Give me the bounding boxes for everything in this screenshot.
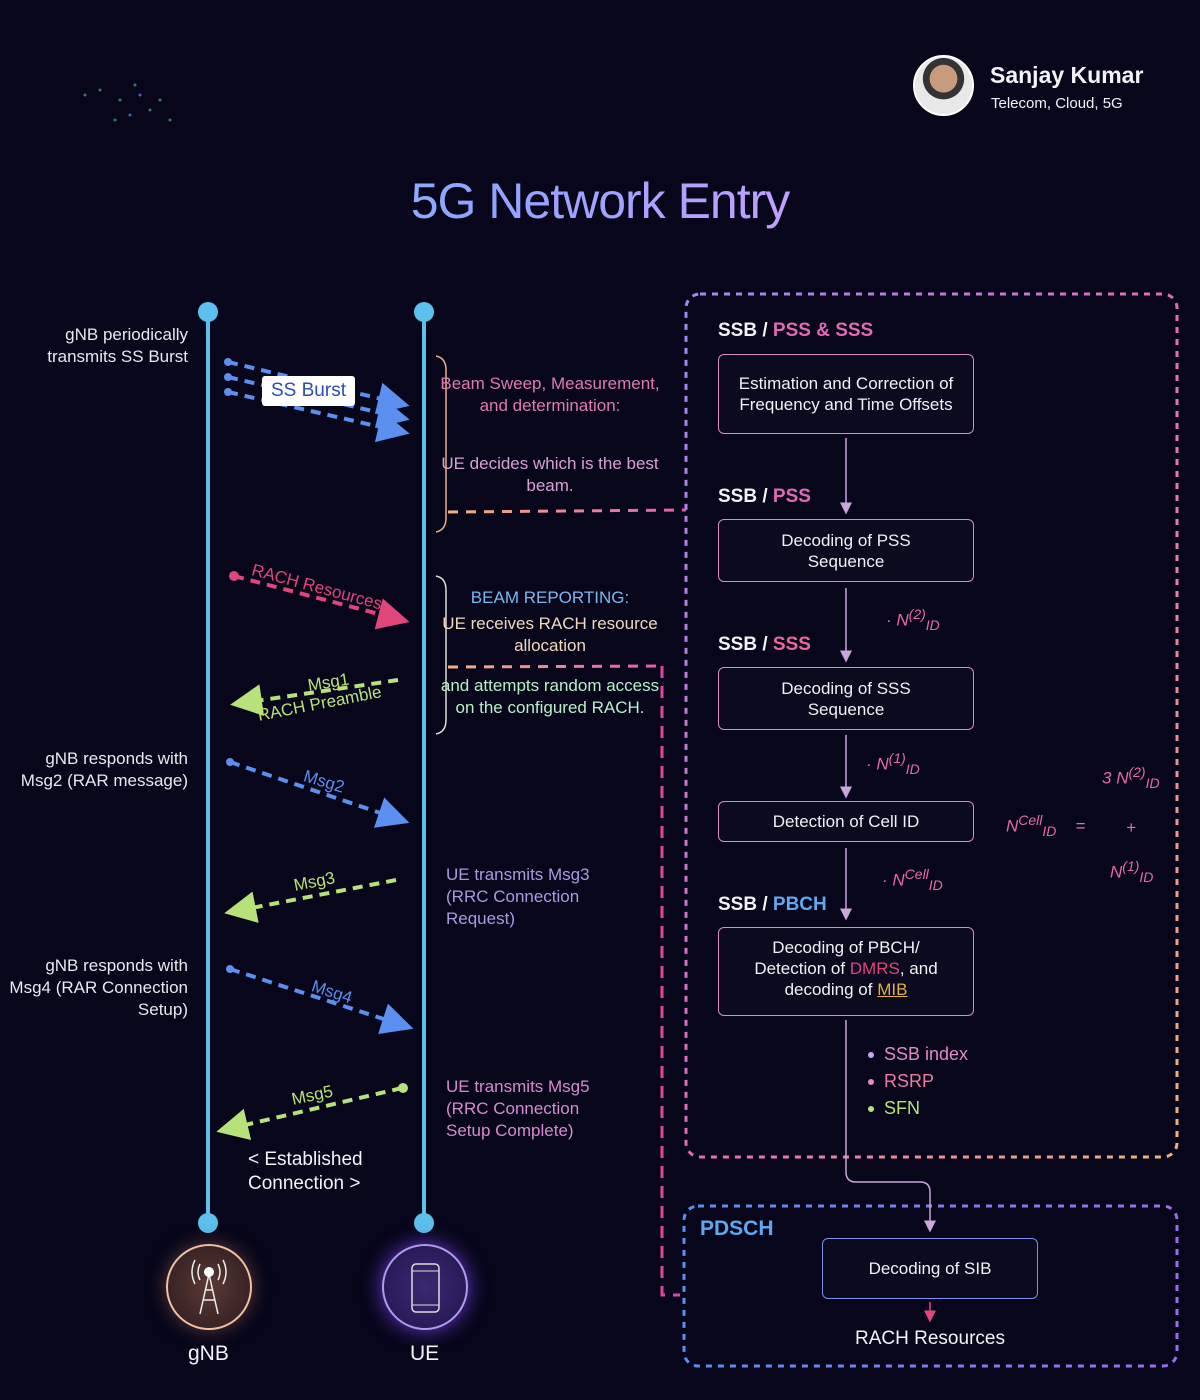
math-formula-term1: 3 N(2)ID bbox=[1102, 764, 1160, 792]
ue-node bbox=[382, 1244, 468, 1330]
bracket-beam-sweep bbox=[435, 355, 447, 533]
note-msg2: gNB responds with Msg2 (RAR message) bbox=[20, 749, 188, 790]
lifeline-ue bbox=[414, 302, 434, 1233]
box-decoding-pbch: Decoding of PBCH/ Detection of DMRS, and… bbox=[718, 927, 974, 1016]
math-n-id-2: · N(2)ID bbox=[886, 606, 940, 634]
ue-label: UE bbox=[410, 1342, 440, 1365]
math-formula-lhs: NCellID = bbox=[1006, 812, 1086, 840]
heading-sss: SSB / SSS bbox=[718, 634, 811, 655]
msg1-arrow bbox=[230, 678, 399, 716]
established-connection: < Established Connection > bbox=[248, 1149, 363, 1194]
math-plus: + bbox=[1126, 818, 1136, 837]
beam-sweep-title: Beam Sweep, Measurement, and determinati… bbox=[440, 374, 660, 415]
rach-resources-text: RACH Resources bbox=[855, 1328, 1005, 1349]
attempts-text: and attempts random access on the config… bbox=[440, 676, 660, 717]
author-subtitle: Telecom, Cloud, 5G bbox=[991, 95, 1123, 112]
ss-burst-label: SS Burst bbox=[262, 376, 355, 406]
heading-pss-sss: SSB / PSS & SSS bbox=[718, 320, 874, 341]
box-decoding-sib: Decoding of SIB bbox=[822, 1238, 1038, 1299]
page-title: 5G Network Entry bbox=[0, 172, 1200, 230]
beam-reporting-body: UE receives RACH resource allocation bbox=[442, 614, 658, 655]
pdsch-label: PDSCH bbox=[700, 1217, 774, 1240]
msg5-arrow bbox=[216, 1086, 403, 1140]
math-n-id-1: · N(1)ID bbox=[866, 750, 920, 778]
box-decoding-pss: Decoding of PSS Sequence bbox=[718, 519, 974, 582]
rach-resources-arrow bbox=[233, 574, 410, 630]
box-cell-id: Detection of Cell ID bbox=[718, 801, 974, 842]
lifeline-gnb bbox=[198, 302, 218, 1233]
bullet-rsrp: RSRP bbox=[868, 1071, 934, 1092]
avatar bbox=[913, 55, 974, 116]
heading-pss: SSB / PSS bbox=[718, 486, 811, 507]
ss-burst-arrow bbox=[227, 390, 410, 443]
msg5-note: UE transmits Msg5 (RRC Connection Setup … bbox=[446, 1077, 590, 1140]
cell-tower-icon bbox=[191, 1259, 227, 1315]
smartphone-icon bbox=[411, 1263, 440, 1313]
box-estimation: Estimation and Correction of Frequency a… bbox=[718, 354, 974, 434]
noise-dots-decoration bbox=[83, 83, 172, 122]
note-msg4: gNB responds with Msg4 (RAR Connection S… bbox=[9, 956, 188, 1019]
ssb-dashed-region bbox=[684, 292, 1179, 1159]
math-formula-term2: N(1)ID bbox=[1110, 858, 1154, 886]
note-ss-burst: gNB periodically transmits SS Burst bbox=[47, 325, 188, 366]
gnb-node bbox=[166, 1244, 252, 1330]
msg3-note: UE transmits Msg3 (RRC Connection Reques… bbox=[446, 865, 590, 928]
msg4-arrow bbox=[229, 967, 414, 1035]
beam-sweep-body: UE decides which is the best beam. bbox=[441, 454, 659, 495]
author-name: Sanjay Kumar bbox=[990, 62, 1144, 88]
box-decoding-sss: Decoding of SSS Sequence bbox=[718, 667, 974, 730]
bullet-ssb-index: SSB index bbox=[868, 1044, 968, 1065]
bullet-sfn: SFN bbox=[868, 1098, 920, 1119]
beam-reporting-title: BEAM REPORTING: bbox=[470, 588, 630, 607]
math-n-id-cell: · NCellID bbox=[882, 866, 943, 894]
heading-pbch: SSB / PBCH bbox=[718, 894, 827, 915]
msg2-arrow bbox=[229, 760, 410, 828]
gnb-label: gNB bbox=[188, 1342, 229, 1365]
bracket-beam-reporting bbox=[435, 575, 447, 735]
